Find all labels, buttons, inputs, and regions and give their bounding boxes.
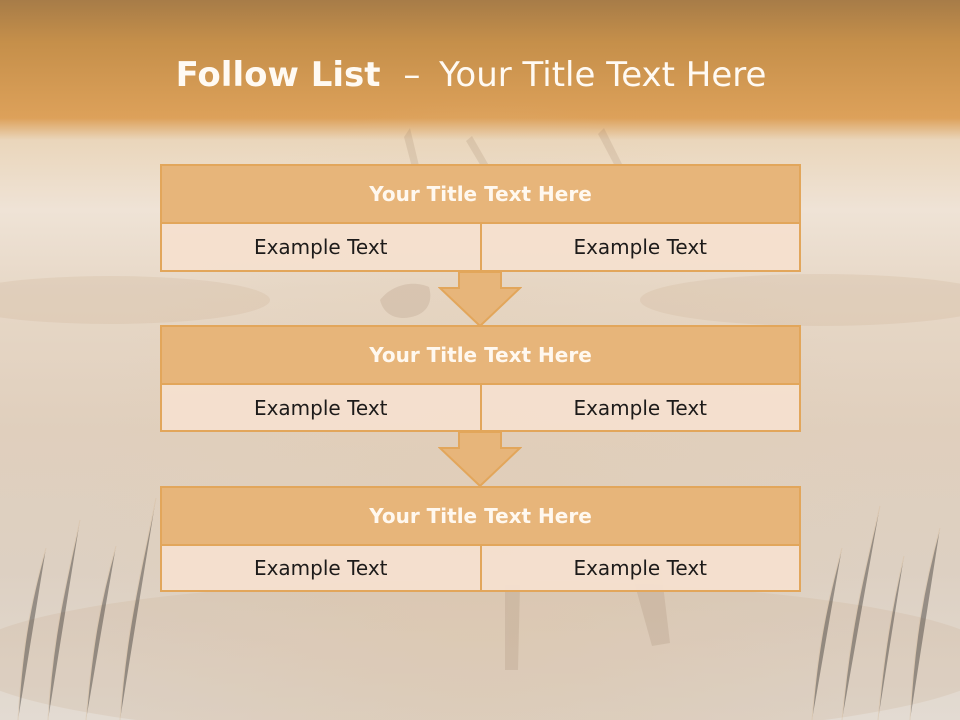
list-item-2-body: Example Text Example Text [162, 385, 799, 430]
follow-list-item-3: Your Title Text Here Example Text Exampl… [160, 486, 801, 592]
list-item-1-right-text: Example Text [479, 224, 800, 270]
list-item-3-body: Example Text Example Text [162, 546, 799, 590]
list-item-1-body: Example Text Example Text [162, 224, 799, 270]
follow-list-item-1: Your Title Text Here Example Text Exampl… [160, 164, 801, 272]
list-item-2-left-text: Example Text [253, 395, 388, 420]
follow-list-item-2: Your Title Text Here Example Text Exampl… [160, 325, 801, 432]
list-item-3-title: Your Title Text Here [162, 488, 799, 546]
slide-title: Follow List – Your Title Text Here [0, 53, 942, 97]
list-item-2-title: Your Title Text Here [162, 327, 799, 385]
list-item-3-right-text: Example Text [479, 546, 800, 590]
list-item-2-right-text: Example Text [479, 385, 800, 430]
title-strong-text: Follow List [175, 55, 381, 95]
title-separator: – [403, 55, 421, 95]
down-arrow-icon [438, 431, 522, 488]
down-arrow-icon [438, 271, 522, 328]
list-item-3-left-text: Example Text [253, 556, 388, 580]
title-rest-text: Your Title Text Here [439, 55, 767, 95]
list-item-1-title: Your Title Text Here [162, 166, 799, 224]
list-item-1-left-text: Example Text [253, 235, 388, 259]
